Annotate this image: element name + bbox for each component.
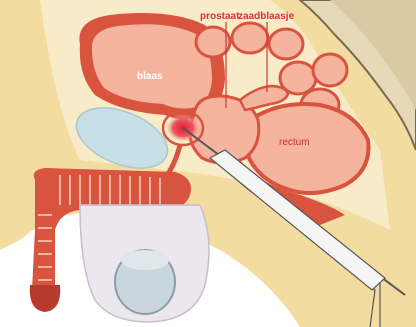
label-prostate: prostaat	[200, 11, 240, 22]
label-seminal-vesicle: zaadblaasje	[238, 11, 295, 22]
epididymis	[121, 250, 169, 270]
label-rectum: rectum	[279, 137, 310, 148]
label-bladder: blaas	[137, 71, 163, 82]
